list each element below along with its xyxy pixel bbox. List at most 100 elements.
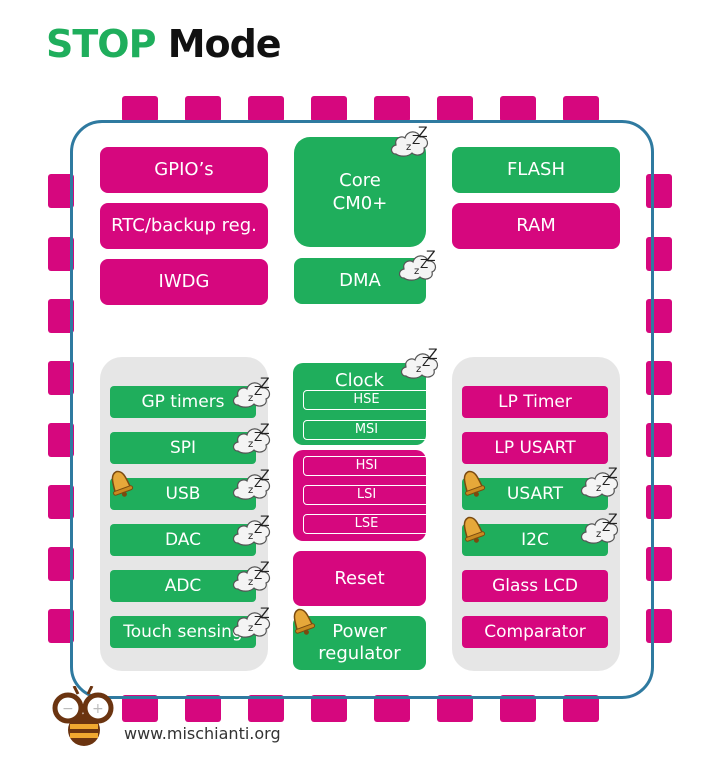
pin <box>500 96 536 122</box>
svg-text:Z: Z <box>260 468 270 484</box>
pin <box>48 299 74 333</box>
svg-text:Z: Z <box>608 466 618 482</box>
block-reset: Reset <box>293 551 426 606</box>
svg-text:z: z <box>414 266 419 277</box>
pin <box>311 96 347 122</box>
clock-lse: LSE <box>303 514 430 534</box>
peripheral-touch-sensing: Touch sensing <box>110 616 256 648</box>
pin <box>48 361 74 395</box>
block-clock-magenta: HSI LSI LSE <box>293 450 430 541</box>
svg-text:z: z <box>416 364 421 375</box>
pin <box>185 96 221 122</box>
pin <box>646 485 672 519</box>
svg-text:Z: Z <box>254 384 262 398</box>
peripheral-lp-usart: LP USART <box>462 432 608 464</box>
pin <box>437 695 473 722</box>
svg-text:Z: Z <box>426 249 436 265</box>
pin <box>646 361 672 395</box>
svg-text:Z: Z <box>602 520 610 534</box>
pin <box>646 237 672 271</box>
svg-text:+: + <box>92 701 104 717</box>
peripheral-adc: ADC <box>110 570 256 602</box>
pin <box>248 96 284 122</box>
block-clock-green: Clock HSE MSI <box>293 363 430 445</box>
pin <box>437 96 473 122</box>
peripheral-gp-timers: GP timers <box>110 386 256 418</box>
peripheral-comparator: Comparator <box>462 616 608 648</box>
block-flash: FLASH <box>452 147 620 193</box>
pin <box>48 174 74 208</box>
svg-text:Z: Z <box>422 355 430 369</box>
clock-hse: HSE <box>303 390 430 410</box>
svg-text:Z: Z <box>418 125 428 141</box>
wakeup-bell-icon <box>456 512 488 544</box>
pin <box>374 96 410 122</box>
peripheral-lp-timer: LP Timer <box>462 386 608 418</box>
svg-text:Z: Z <box>428 347 438 363</box>
page-title: STOP Mode <box>46 22 282 66</box>
svg-text:Z: Z <box>260 560 270 576</box>
peripheral-dac: DAC <box>110 524 256 556</box>
peripheral-glass-lcd: Glass LCD <box>462 570 608 602</box>
chip-outline <box>70 120 654 699</box>
svg-text:−: − <box>62 701 74 717</box>
pin <box>646 609 672 643</box>
svg-text:Z: Z <box>254 476 262 490</box>
svg-text:z: z <box>248 623 253 634</box>
pin <box>48 423 74 457</box>
pin <box>48 609 74 643</box>
svg-text:Z: Z <box>412 133 420 147</box>
pin <box>122 96 158 122</box>
svg-text:Z: Z <box>254 568 262 582</box>
clock-msi: MSI <box>303 420 430 440</box>
block-iwdg: IWDG <box>100 259 268 305</box>
peripheral-usb: USB <box>110 478 256 510</box>
pin <box>185 695 221 722</box>
pin <box>48 485 74 519</box>
pin <box>646 547 672 581</box>
svg-text:Z: Z <box>260 376 270 392</box>
pin <box>374 695 410 722</box>
svg-text:Z: Z <box>260 422 270 438</box>
peripheral-spi: SPI <box>110 432 256 464</box>
svg-text:Z: Z <box>420 257 428 271</box>
block-rtc: RTC/backup reg. <box>100 203 268 249</box>
svg-text:Z: Z <box>254 522 262 536</box>
pin <box>563 96 599 122</box>
footer-url: www.mischianti.org <box>124 724 281 743</box>
svg-text:Z: Z <box>260 514 270 530</box>
pin <box>646 174 672 208</box>
pin <box>311 695 347 722</box>
wakeup-bell-icon <box>104 466 136 498</box>
block-ram: RAM <box>452 203 620 249</box>
bee-logo-icon: −+ <box>52 686 114 746</box>
svg-text:Z: Z <box>602 474 610 488</box>
svg-text:Z: Z <box>254 430 262 444</box>
clock-lsi: LSI <box>303 485 430 505</box>
svg-text:z: z <box>596 483 601 494</box>
wakeup-bell-icon <box>286 604 318 636</box>
svg-text:z: z <box>596 529 601 540</box>
svg-text:z: z <box>406 142 411 153</box>
svg-text:z: z <box>248 485 253 496</box>
pin <box>122 695 158 722</box>
pin <box>48 237 74 271</box>
pin <box>500 695 536 722</box>
pin <box>563 695 599 722</box>
svg-text:z: z <box>248 577 253 588</box>
clock-hsi: HSI <box>303 456 430 476</box>
svg-text:Z: Z <box>608 512 618 528</box>
svg-text:z: z <box>248 531 253 542</box>
svg-text:z: z <box>248 393 253 404</box>
pin <box>646 423 672 457</box>
